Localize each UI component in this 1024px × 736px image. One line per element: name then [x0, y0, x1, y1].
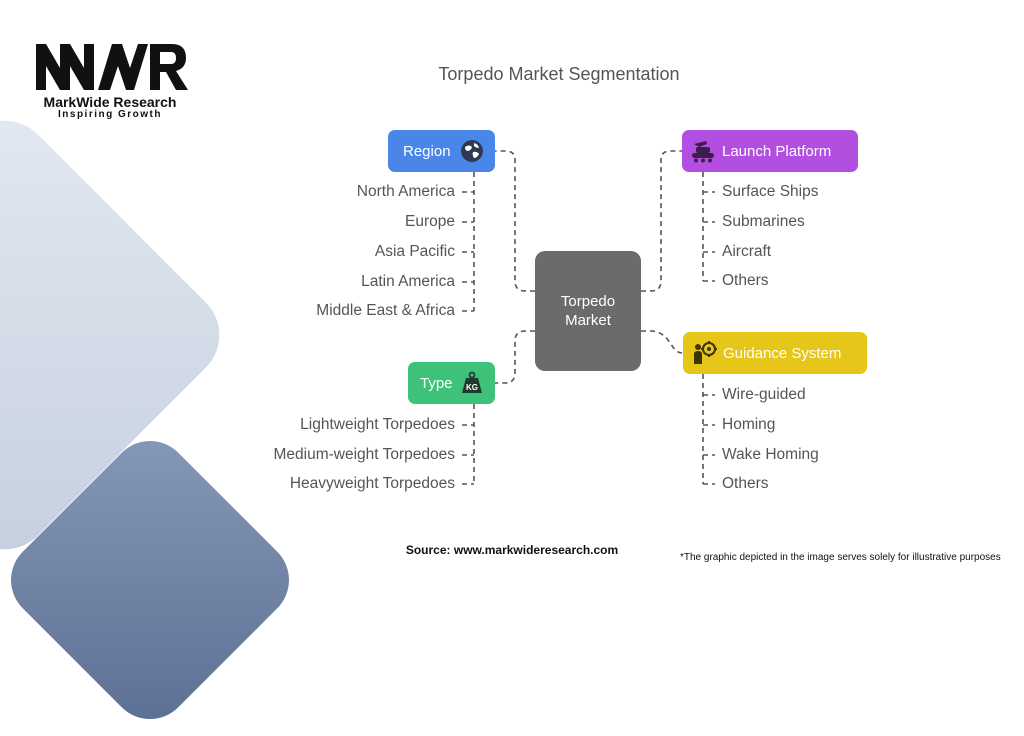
guidance-system-item: Others	[722, 475, 769, 492]
category-guidance-system: Guidance System	[683, 332, 867, 374]
type-item: Lightweight Torpedoes	[300, 416, 455, 433]
diagram-title: Torpedo Market Segmentation	[438, 64, 680, 84]
category-guidance-system-label: Guidance System	[723, 344, 842, 362]
region-item: Europe	[405, 213, 455, 230]
type-item: Medium-weight Torpedoes	[273, 446, 455, 463]
launch-platform-item: Submarines	[722, 213, 805, 230]
source-credit: Source: www.markwideresearch.com	[405, 543, 619, 557]
svg-text:KG: KG	[466, 383, 478, 392]
globe-icon	[459, 138, 485, 164]
brand-name: MarkWide Research	[43, 94, 177, 110]
guidance-system-item: Wake Homing	[722, 446, 819, 463]
tank-icon	[690, 138, 716, 164]
connector-center-region	[495, 150, 535, 292]
brand-tagline: Inspiring Growth	[58, 109, 162, 120]
launch-platform-item: Others	[722, 272, 769, 289]
connector-center-guidance	[641, 330, 684, 354]
guidance-system-item: Wire-guided	[722, 386, 806, 403]
category-type-label: Type	[420, 374, 453, 392]
region-item: Asia Pacific	[374, 243, 455, 260]
disclaimer-note: *The graphic depicted in the image serve…	[680, 552, 1001, 563]
type-item: Heavyweight Torpedoes	[289, 475, 455, 492]
category-region: Region	[388, 130, 495, 172]
category-launch-platform: Launch Platform	[682, 130, 858, 172]
target-person-icon	[691, 340, 717, 366]
center-node-line1: Torpedo	[560, 293, 616, 310]
region-item: Latin America	[361, 273, 455, 290]
category-region-label: Region	[403, 142, 451, 160]
brand-logo-mark	[30, 38, 190, 99]
center-node-torpedo-market: Torpedo Market	[535, 251, 641, 371]
connector-center-launch	[641, 150, 682, 292]
launch-platform-item: Aircraft	[722, 243, 772, 260]
region-item: Middle East & Africa	[316, 302, 455, 319]
category-type: Type KG	[408, 362, 495, 404]
category-launch-platform-label: Launch Platform	[722, 142, 832, 160]
guidance-system-item: Homing	[722, 416, 776, 433]
region-item: North America	[356, 183, 455, 200]
center-node-line2: Market	[565, 312, 611, 329]
connector-lines	[462, 150, 715, 485]
connector-center-type	[495, 330, 535, 384]
launch-platform-item: Surface Ships	[722, 183, 819, 200]
weight-kg-icon: KG	[459, 370, 485, 396]
